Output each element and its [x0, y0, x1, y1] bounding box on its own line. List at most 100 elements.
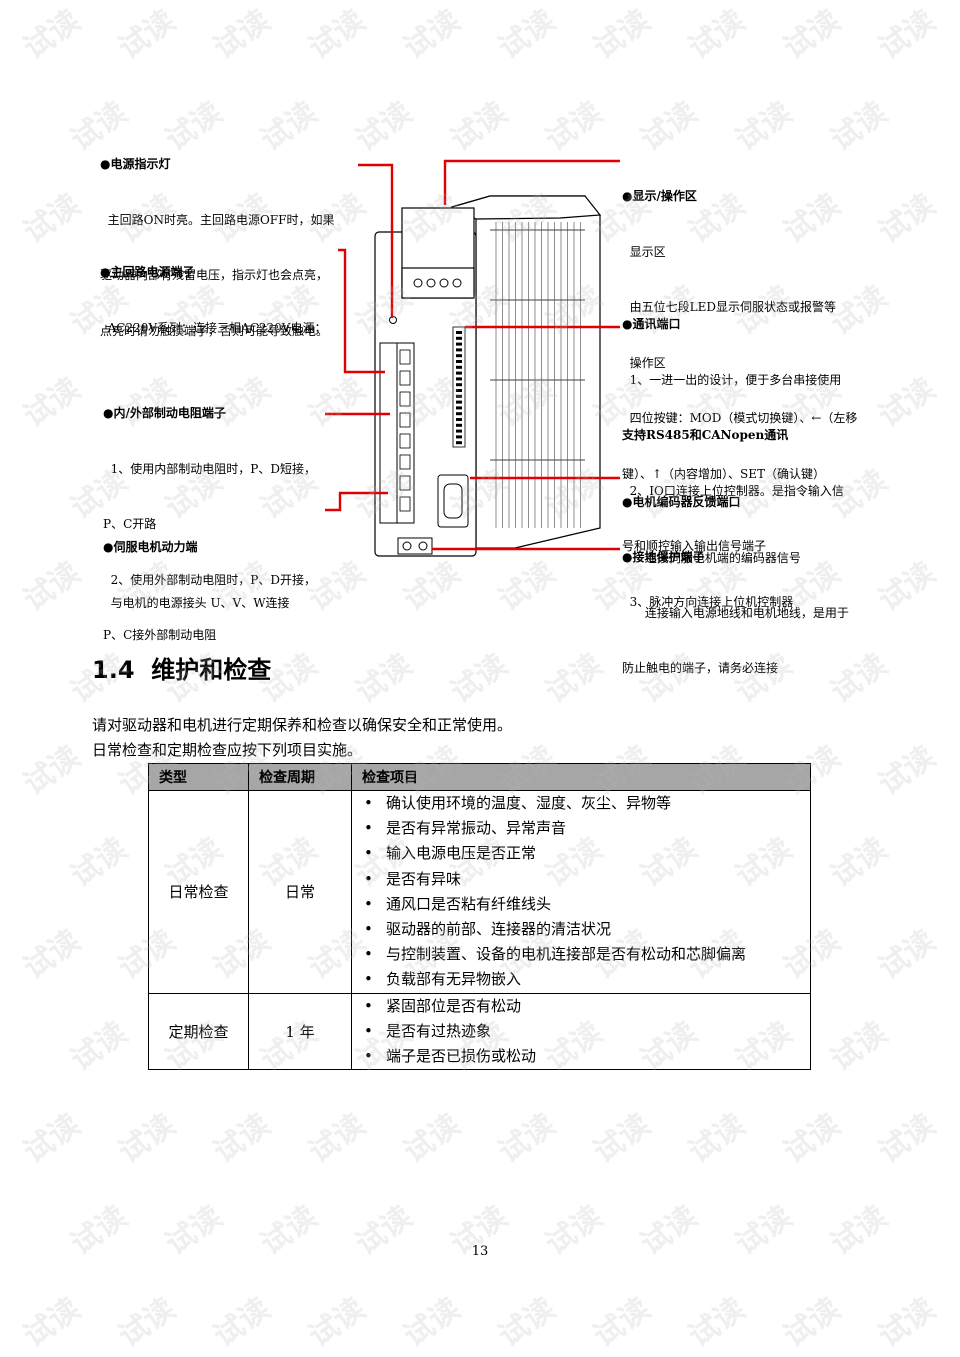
annotation-line: AC220V系列：连接三相AC220V电源； [100, 320, 327, 335]
annotation-line: 主回路ON时亮。主回路电源OFF时，如果 [100, 212, 335, 227]
io-pin [456, 383, 462, 387]
annotation-ground: ●接地保护端子 连接输入电源地线和电机地线，是用于 防止触电的端子，请务必连接 [622, 511, 849, 696]
annotation-line: 四位按键：MOD（模式切换键）、←（左移 [622, 411, 858, 425]
list-item: 负载部有无异物嵌入 [360, 967, 810, 992]
annotation-comm-port: ●通讯端口 1、一进一出的设计，便于多台串接使用 支持RS485和CANopen… [622, 278, 844, 630]
section-heading: 1.4 维护和检查 [92, 650, 271, 685]
io-pin [456, 423, 462, 427]
annotation-line: 防止触电的端子，请务必连接 [622, 661, 779, 675]
io-pin [456, 394, 462, 398]
watermark-text: 试读 [587, 1107, 657, 1171]
watermark-text: 试读 [17, 1291, 87, 1355]
io-pin [456, 371, 462, 375]
inspection-table: 类型 检查周期 检查项目 日常检查 日常 确认使用环境的温度、湿度、灰尘、异物等… [148, 763, 811, 1071]
terminal-slot [399, 454, 411, 470]
terminal-slot [399, 349, 411, 365]
watermark-text: 试读 [207, 1291, 277, 1355]
annotation-line: 1、一进一出的设计，便于多台串接使用 [622, 372, 842, 387]
watermark-text: 试读 [17, 1107, 87, 1171]
annotation-line: 1、使用内部制动电阻时，P、D短接， [103, 461, 316, 476]
io-pin [456, 342, 462, 346]
type-cell: 日常检查 [148, 790, 249, 994]
io-pin [456, 400, 462, 404]
io-pin [456, 418, 462, 421]
io-pin [456, 354, 462, 358]
intro-paragraph: 请对驱动器和电机进行定期保养和检查以确保安全和正常使用。 [92, 716, 513, 734]
list-item: 与控制装置、设备的电机连接部是否有松动和芯脚偏离 [360, 942, 810, 967]
watermark-text: 试读 [17, 739, 87, 803]
watermark-text: 试读 [397, 1107, 467, 1171]
annotation-line: 2、使用外部制动电阻时，P、D开接， [103, 572, 316, 587]
annotation-line: ●接地保护端子 [622, 550, 705, 564]
table-row: 定期检查 1 年 紧固部位是否有松动 是否有过热迹象 端子是否已损伤或松动 [148, 992, 811, 1071]
io-pins [456, 331, 462, 445]
watermark-text: 试读 [349, 647, 419, 711]
items-cell: 确认使用环境的温度、湿度、灰尘、异物等 是否有异常振动、异常声音 输入电源电压是… [351, 790, 811, 994]
io-pin [456, 429, 462, 433]
annotation-line: ●显示/操作区 [622, 189, 697, 203]
annotation-line: ●通讯端口 [622, 317, 681, 331]
leader-lines [325, 159, 620, 551]
io-pin [456, 441, 462, 445]
annotation-line: 驱动器内部有残留电压，指示灯也会点亮， [100, 268, 329, 282]
period-cell: 1 年 [248, 992, 352, 1071]
annotation-main-power: ●主回路电源端子 AC220V系列：连接三相AC220V电源； [100, 226, 326, 356]
watermark-text: 试读 [64, 1015, 134, 1079]
type-cell: 定期检查 [148, 992, 249, 1071]
watermark-text: 试读 [112, 1291, 182, 1355]
annotation-line: 与电机的电源接头 U、V、W连接 [103, 595, 290, 610]
table-header-row: 类型 检查周期 检查项目 [148, 763, 811, 791]
terminal-slots [399, 349, 411, 512]
io-pin [456, 435, 462, 439]
annotation-line: P、C接外部制动电阻 [103, 628, 217, 642]
watermark-text: 试读 [777, 1291, 847, 1355]
watermark-text: 试读 [824, 831, 894, 895]
annotation-line: 号和顺控输入输出信号端子 [622, 539, 767, 553]
column-header-period: 检查周期 [248, 763, 352, 791]
watermark-text: 试读 [397, 1291, 467, 1355]
terminal-block [379, 342, 415, 524]
item-list: 确认使用环境的温度、湿度、灰尘、异物等 是否有异常振动、异常声音 输入电源电压是… [360, 791, 810, 993]
watermark-text: 试读 [824, 1015, 894, 1079]
watermark-text: 试读 [872, 1107, 942, 1171]
table-row: 日常检查 日常 确认使用环境的温度、湿度、灰尘、异物等 是否有异常振动、异常声音… [148, 790, 811, 994]
watermark-text: 试读 [112, 1107, 182, 1171]
watermark-text: 试读 [302, 1291, 372, 1355]
terminal-slot [399, 496, 411, 512]
list-item: 确认使用环境的温度、湿度、灰尘、异物等 [360, 791, 810, 816]
list-item: 是否有异常振动、异常声音 [360, 816, 810, 841]
period-cell: 日常 [248, 790, 352, 994]
annotation-encoder-port: ●电机编码器反馈端口 连接伺服电机端的编码器信号 [622, 456, 801, 586]
io-pin [456, 389, 462, 392]
keypad [413, 278, 462, 288]
annotation-line: 点亮时请勿触摸端子，否则可能导致触电。 [100, 323, 329, 338]
annotation-line: 连接输入电源地线和电机地线，是用于 [622, 605, 849, 620]
annotation-line: 3、脉冲方向连接上位机控制器 [622, 594, 794, 609]
terminal-slot [399, 391, 411, 407]
annotation-line: 显示区 [622, 244, 666, 259]
watermark-text: 试读 [872, 739, 942, 803]
io-pin [456, 360, 462, 363]
watermark-text: 试读 [872, 1291, 942, 1355]
annotation-line: ●电机编码器反馈端口 [622, 495, 741, 509]
watermark-text: 试读 [777, 1107, 847, 1171]
terminal-slot [399, 433, 411, 449]
ground-terminals [397, 537, 433, 555]
list-item: 通风口是否粘有纤维线头 [360, 892, 810, 917]
list-item: 是否有过热迹象 [360, 1019, 810, 1044]
watermark-text: 试读 [17, 923, 87, 987]
io-pin [456, 406, 462, 410]
io-pin [456, 331, 462, 334]
annotation-line: P、C开路 [103, 517, 157, 531]
annotation-line: 支持RS485和CANopen通讯 [622, 428, 789, 442]
annotation-line: ●电源指示灯 [100, 157, 171, 171]
annotation-line: 由五位七段LED显示伺服状态或报警等 [622, 300, 836, 314]
list-item: 是否有异味 [360, 867, 810, 892]
terminal-slot [399, 475, 411, 491]
watermark-text: 试读 [539, 647, 609, 711]
encoder-connector [437, 474, 469, 528]
list-item: 驱动器的前部、连接器的清洁状况 [360, 917, 810, 942]
watermark-text: 试读 [682, 1291, 752, 1355]
watermark-text: 试读 [587, 1291, 657, 1355]
io-pin [456, 348, 462, 352]
